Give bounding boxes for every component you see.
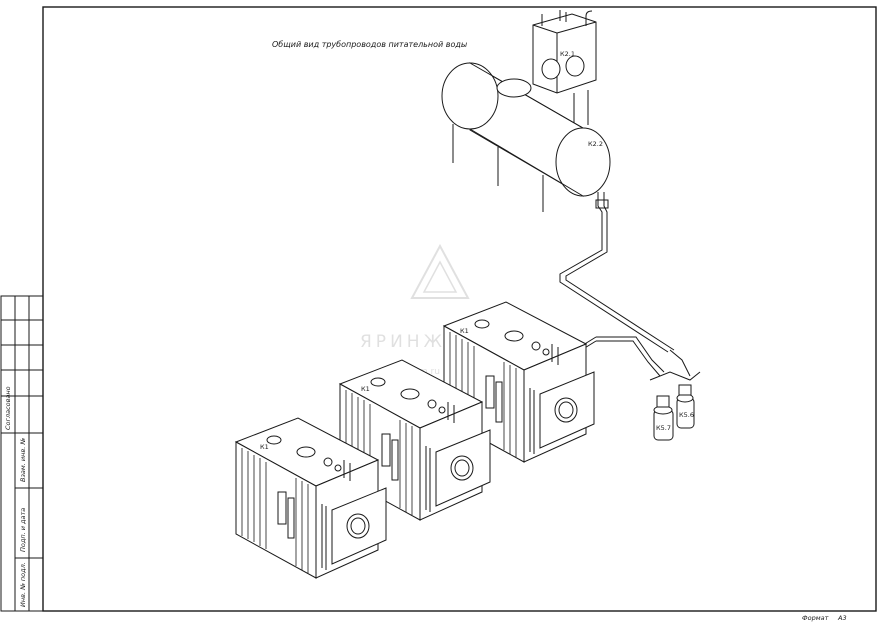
side-stamp xyxy=(0,295,44,612)
label-k1-a: К1 xyxy=(260,443,269,451)
feed-pump-k56 xyxy=(676,384,695,429)
format-label: Формат xyxy=(802,614,829,622)
label-k22: К2.2 xyxy=(588,140,603,148)
drawing-title: Общий вид трубопроводов питательной воды xyxy=(272,40,467,49)
stamp-sign-date: Подп. и дата xyxy=(19,508,27,552)
stamp-replaced-inv: Взам. инв. № xyxy=(19,438,27,482)
stamp-agreed: Согласовано xyxy=(4,386,12,430)
label-k1-b: К1 xyxy=(361,385,370,393)
deaerator-tank xyxy=(441,62,611,212)
label-k1-c: К1 xyxy=(460,327,469,335)
label-k56: К5.6 xyxy=(679,411,694,419)
stamp-orig-inv: Инв. № подл. xyxy=(19,562,27,607)
feed-pump-k57 xyxy=(653,395,674,441)
format-value: А3 xyxy=(837,614,847,622)
label-k57: К5.7 xyxy=(656,424,671,432)
label-k21: К2.1 xyxy=(560,50,575,58)
deaerator-column xyxy=(532,10,597,125)
